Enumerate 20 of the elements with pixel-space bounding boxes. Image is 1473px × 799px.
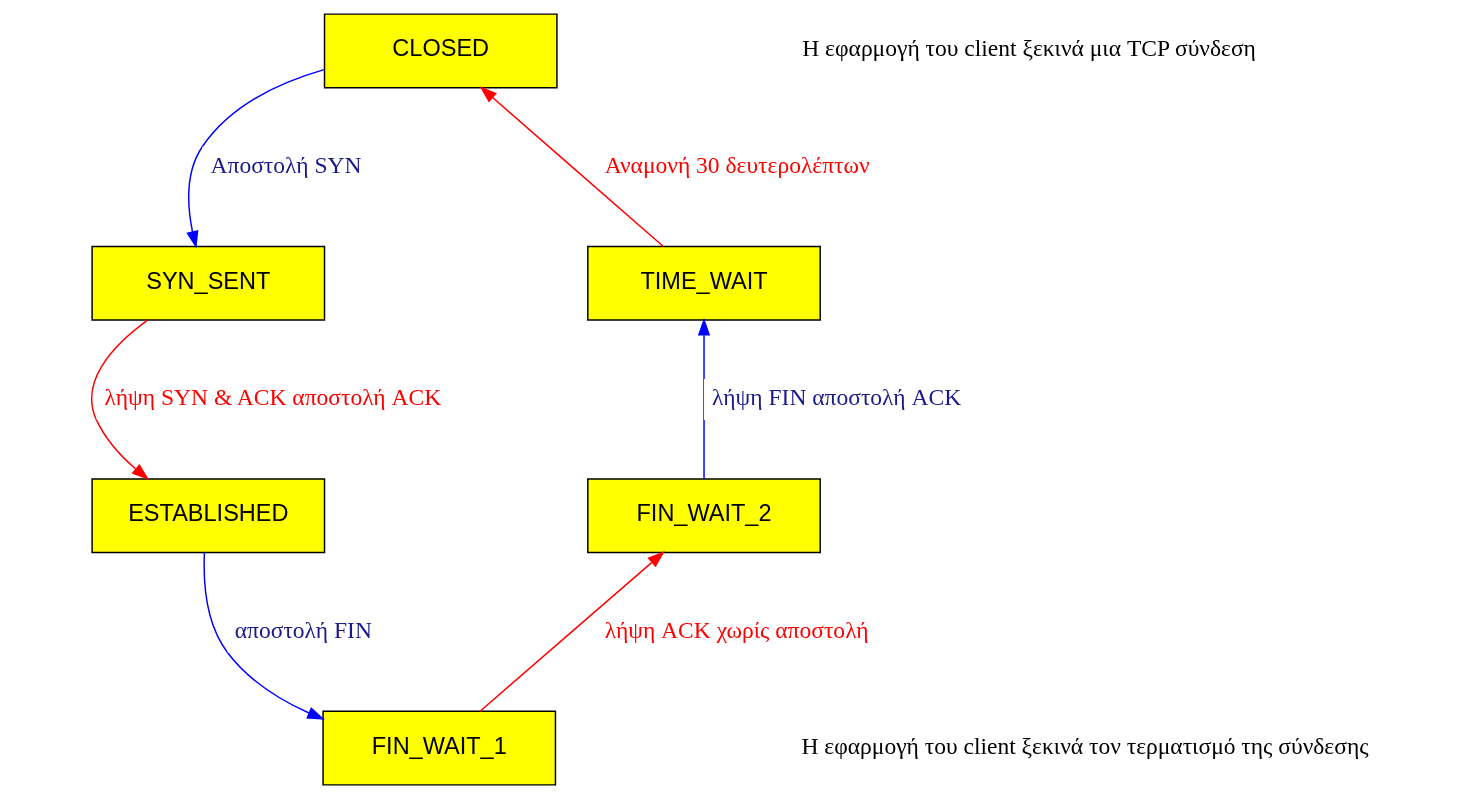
edge-label: αποστολή FIN [234,616,372,643]
edge-label: Αναμονή 30 δευτερολέπτων [604,151,870,178]
arrow [186,68,325,249]
node-box: TIME_WAIT [587,245,821,321]
arrow [91,319,150,480]
node-box: ESTABLISHED [91,478,326,554]
label: Η εφαρμογή του client ξεκινά τον τερματισμό της σύνδεσης [801,732,1369,759]
edge-label: λήψη ACK χωρίς αποστολή [604,616,869,643]
arrow [479,86,665,248]
edge-label: λήψη FIN αποστολή ACK [712,384,962,411]
node-box: FIN_WAIT_2 [587,478,821,554]
node-box: SYN_SENT [91,245,326,321]
arrow [479,551,665,712]
arrow [697,317,711,480]
node-box: CLOSED [323,13,558,89]
node-box: FIN_WAIT_1 [322,710,557,786]
edge-label: λήψη SYN & ACK αποστολή ACK [104,384,442,411]
arrow [203,552,325,720]
edge-label: Αποστολή SYN [210,151,362,178]
label: Η εφαρμογή του client ξεκινά μια TCP σύνδεση [802,35,1256,62]
